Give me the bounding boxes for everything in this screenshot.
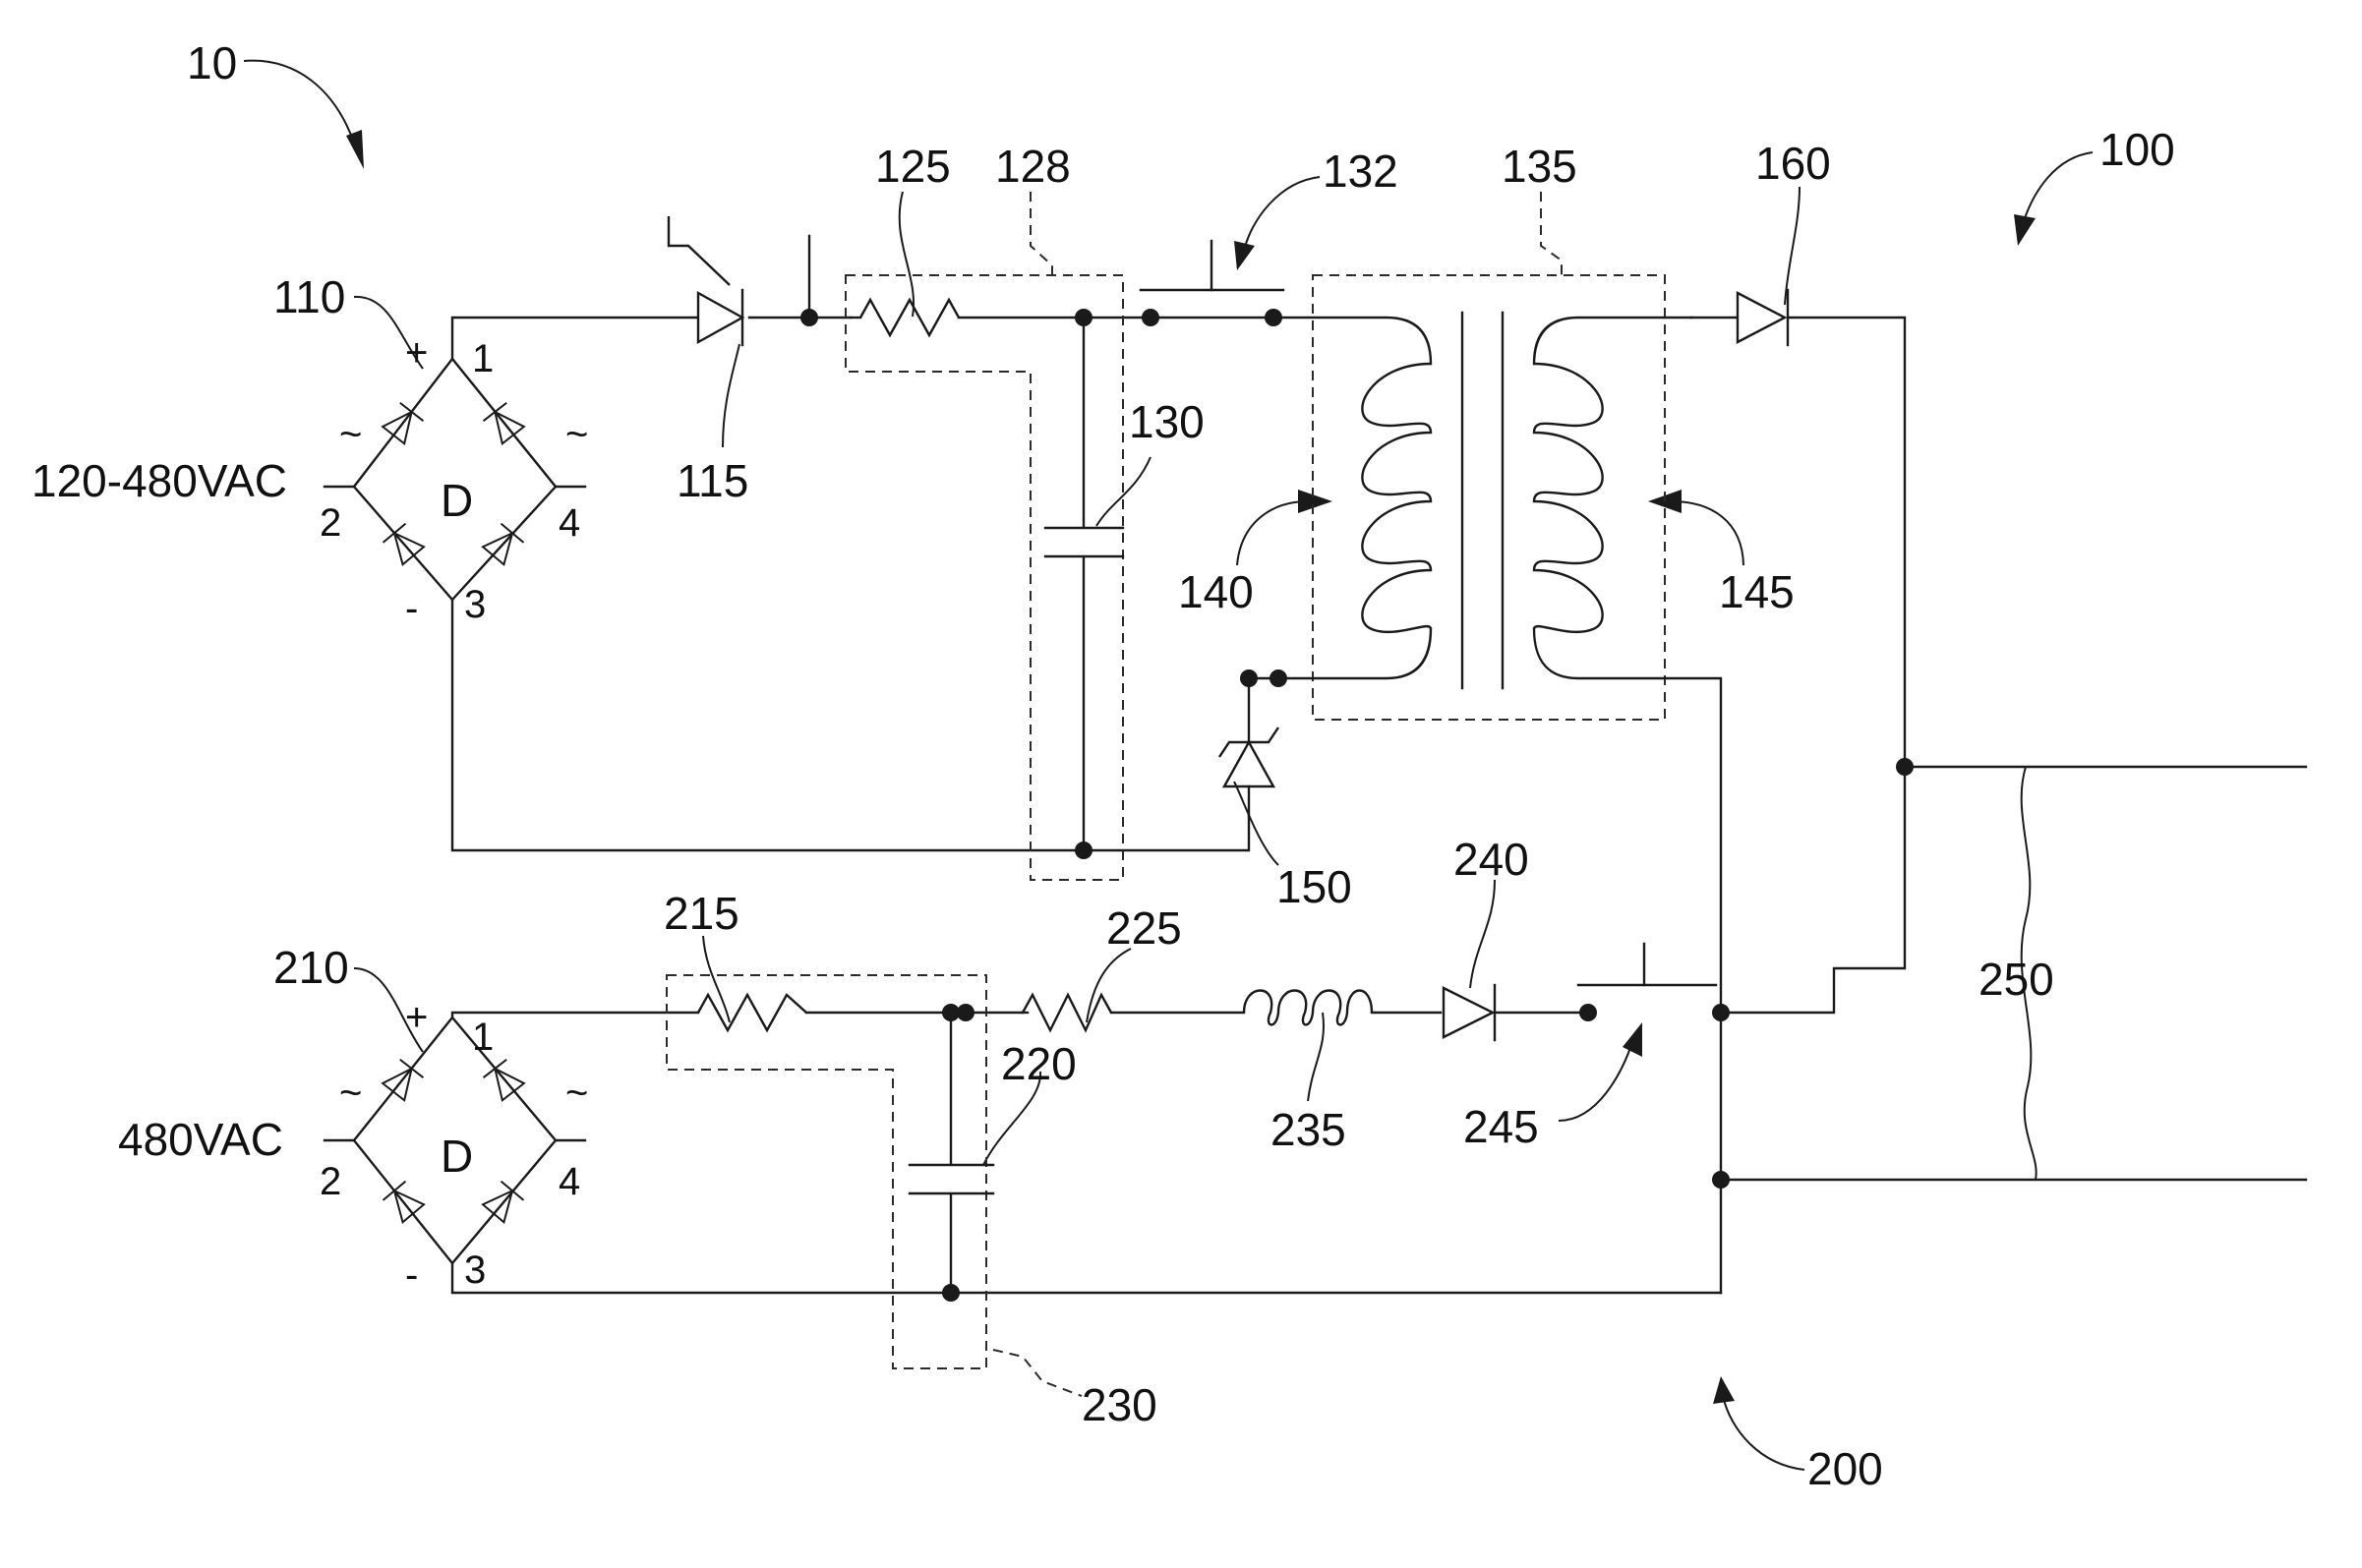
ref-label-100: 100 [2099, 124, 2175, 175]
ref-label-160: 160 [1755, 138, 1831, 189]
ref-label-110: 110 [273, 271, 345, 322]
leader-115 [723, 344, 739, 447]
ref-132-arrow [1234, 177, 1320, 270]
leader-235 [1308, 1013, 1324, 1101]
bridge2-pin4: 4 [559, 1160, 580, 1203]
switch-132 [1141, 241, 1283, 326]
bridge2-minus: - [405, 1253, 418, 1297]
scr-115 [669, 216, 742, 345]
leader-230 [993, 1350, 1082, 1396]
ref-100-arrow [2014, 152, 2093, 246]
ref-label-130: 130 [1129, 396, 1205, 447]
bridge1-pin1: 1 [472, 337, 494, 380]
node-245-right [1712, 1004, 1730, 1021]
node-cap220-top-b [957, 1004, 974, 1021]
ref-label-115: 115 [677, 455, 748, 506]
resistor-215 [698, 995, 806, 1030]
resistor-125 [860, 300, 959, 335]
ref-245-arrow [1559, 1022, 1642, 1121]
leader-135 [1541, 192, 1562, 275]
resistor-225 [1023, 995, 1111, 1030]
bridge2-tilde-left: ~ [339, 1072, 362, 1115]
box-230 [667, 975, 986, 1368]
node-cap130-bottom [1075, 842, 1092, 859]
ref-145-arrow [1648, 490, 1743, 565]
node-output-bottom [1712, 1171, 1730, 1189]
ref-label-128: 128 [995, 141, 1071, 192]
ref-label-215: 215 [664, 888, 739, 939]
ref-label-10: 10 [187, 37, 237, 88]
ref-label-150: 150 [1276, 861, 1352, 912]
bridge2-pin3: 3 [464, 1249, 486, 1292]
capacitor-130 [1045, 528, 1123, 556]
leader-128 [1031, 192, 1052, 275]
bridge1-voltage-label: 120-480VAC [31, 455, 287, 506]
node-cap220-bottom [942, 1284, 960, 1302]
diode-240 [1444, 985, 1495, 1040]
leader-240 [1470, 880, 1495, 988]
ref-label-240: 240 [1453, 834, 1529, 885]
node-cap130-top [1075, 309, 1092, 326]
node-115 [800, 309, 818, 326]
bridge1-center-label: D [441, 475, 473, 526]
bridge1-minus: - [405, 587, 418, 630]
bridge1-tilde-right: ~ [565, 413, 588, 456]
ref-label-200: 200 [1807, 1443, 1883, 1494]
inductor-235 [1244, 991, 1372, 1025]
bridge2-pin2: 2 [320, 1160, 341, 1203]
ref-label-140: 140 [1178, 566, 1254, 617]
leader-150 [1234, 782, 1278, 865]
bridge2-voltage-label: 480VAC [118, 1114, 283, 1165]
ref-label-225: 225 [1106, 902, 1182, 954]
bridge1-plus: + [405, 331, 428, 375]
node-output-top [1896, 758, 1914, 776]
bridge1-pin4: 4 [559, 501, 580, 545]
bridge2-pin1: 1 [472, 1016, 494, 1059]
leader-160 [1785, 187, 1800, 305]
node-primary-bottom-a [1240, 669, 1258, 687]
ref-label-245: 245 [1463, 1101, 1539, 1152]
ref-label-220: 220 [1001, 1038, 1077, 1089]
ref-label-230: 230 [1082, 1379, 1157, 1430]
capacitor-220 [910, 1165, 993, 1193]
bridge2-plus: + [405, 996, 428, 1039]
node-primary-bottom-b [1270, 669, 1287, 687]
diode-160 [1738, 290, 1788, 345]
ref-label-250: 250 [1978, 954, 2054, 1005]
bridge1-pin3: 3 [464, 583, 486, 626]
box-135 [1313, 275, 1665, 720]
ref-label-132: 132 [1323, 145, 1398, 197]
ref-label-235: 235 [1270, 1104, 1346, 1155]
ref-10-arrow [244, 61, 364, 169]
leader-125 [900, 192, 914, 317]
bridge1-pin2: 2 [320, 501, 341, 545]
zener-150 [1219, 727, 1278, 816]
switch-245 [1578, 944, 1716, 1021]
box-128 [846, 275, 1123, 880]
bridge2-tilde-right: ~ [565, 1072, 588, 1115]
ref-140-arrow [1237, 490, 1332, 565]
ref-200-arrow [1713, 1376, 1804, 1470]
bridge2-center-label: D [441, 1131, 473, 1182]
ref-label-135: 135 [1502, 141, 1577, 192]
ref-label-210: 210 [273, 942, 349, 993]
bridge1-tilde-left: ~ [339, 413, 362, 456]
ref-label-125: 125 [875, 141, 951, 192]
lower-circuit-wires [452, 1013, 2306, 1293]
ref-label-145: 145 [1719, 566, 1795, 617]
